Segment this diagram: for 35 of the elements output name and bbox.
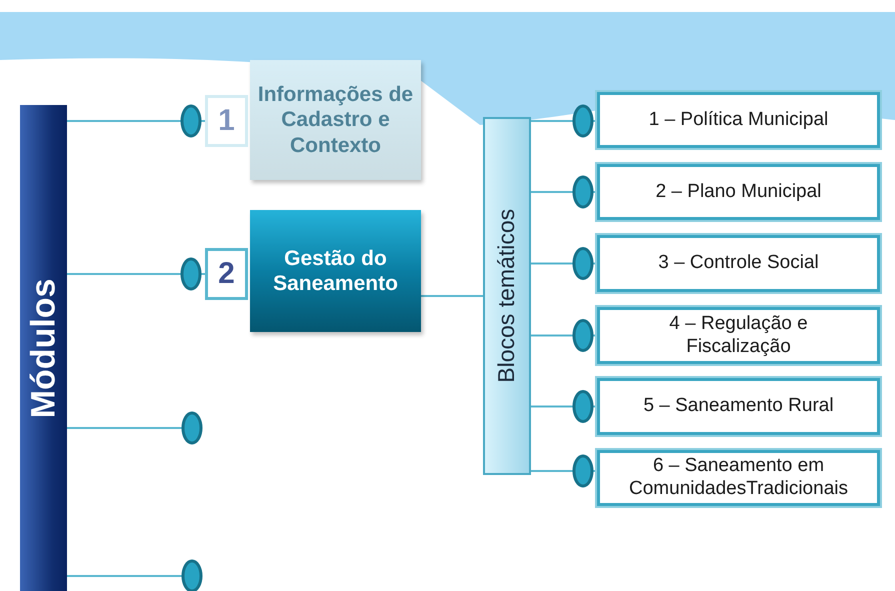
node-label: Informações de Cadastro e Contexto <box>256 82 414 158</box>
node-label: Gestão do Saneamento <box>272 246 399 296</box>
connector-line <box>421 295 483 297</box>
module-bar <box>20 105 67 591</box>
connector-line <box>531 247 597 280</box>
node-label: Blocos temáticos <box>493 209 520 383</box>
node-label: 4 – Regulação e Fiscalização <box>668 312 809 358</box>
node-label: 1 – Política Municipal <box>648 108 830 132</box>
number-label: 1 <box>217 103 236 139</box>
connector-line <box>67 104 205 138</box>
topic-box <box>597 92 880 148</box>
module-box <box>250 60 421 180</box>
connector-line <box>531 104 597 138</box>
node-label: 6 – Saneamento em ComunidadesTradicionais <box>628 455 849 501</box>
topic-box <box>597 307 880 364</box>
connector-line <box>67 412 202 444</box>
node-label: 2 – Plano Municipal <box>654 180 822 204</box>
connector-line <box>531 454 597 488</box>
topic-box <box>597 235 880 292</box>
number-box <box>205 248 248 300</box>
category-bar <box>483 117 531 475</box>
topic-box <box>597 164 880 220</box>
connector-line <box>531 390 597 423</box>
connector-line <box>531 319 597 352</box>
node-label: 5 – Saneamento Rural <box>642 395 835 418</box>
node-label: 3 – Controle Social <box>657 252 820 275</box>
number-label: 2 <box>217 256 236 292</box>
connector-line <box>531 176 597 208</box>
topic-box <box>597 450 880 506</box>
connector-line <box>67 258 205 290</box>
node-label: Módulos <box>23 278 64 418</box>
module-box <box>250 210 421 332</box>
number-box <box>205 95 248 147</box>
connector-line <box>67 560 202 591</box>
topic-box <box>597 378 880 435</box>
